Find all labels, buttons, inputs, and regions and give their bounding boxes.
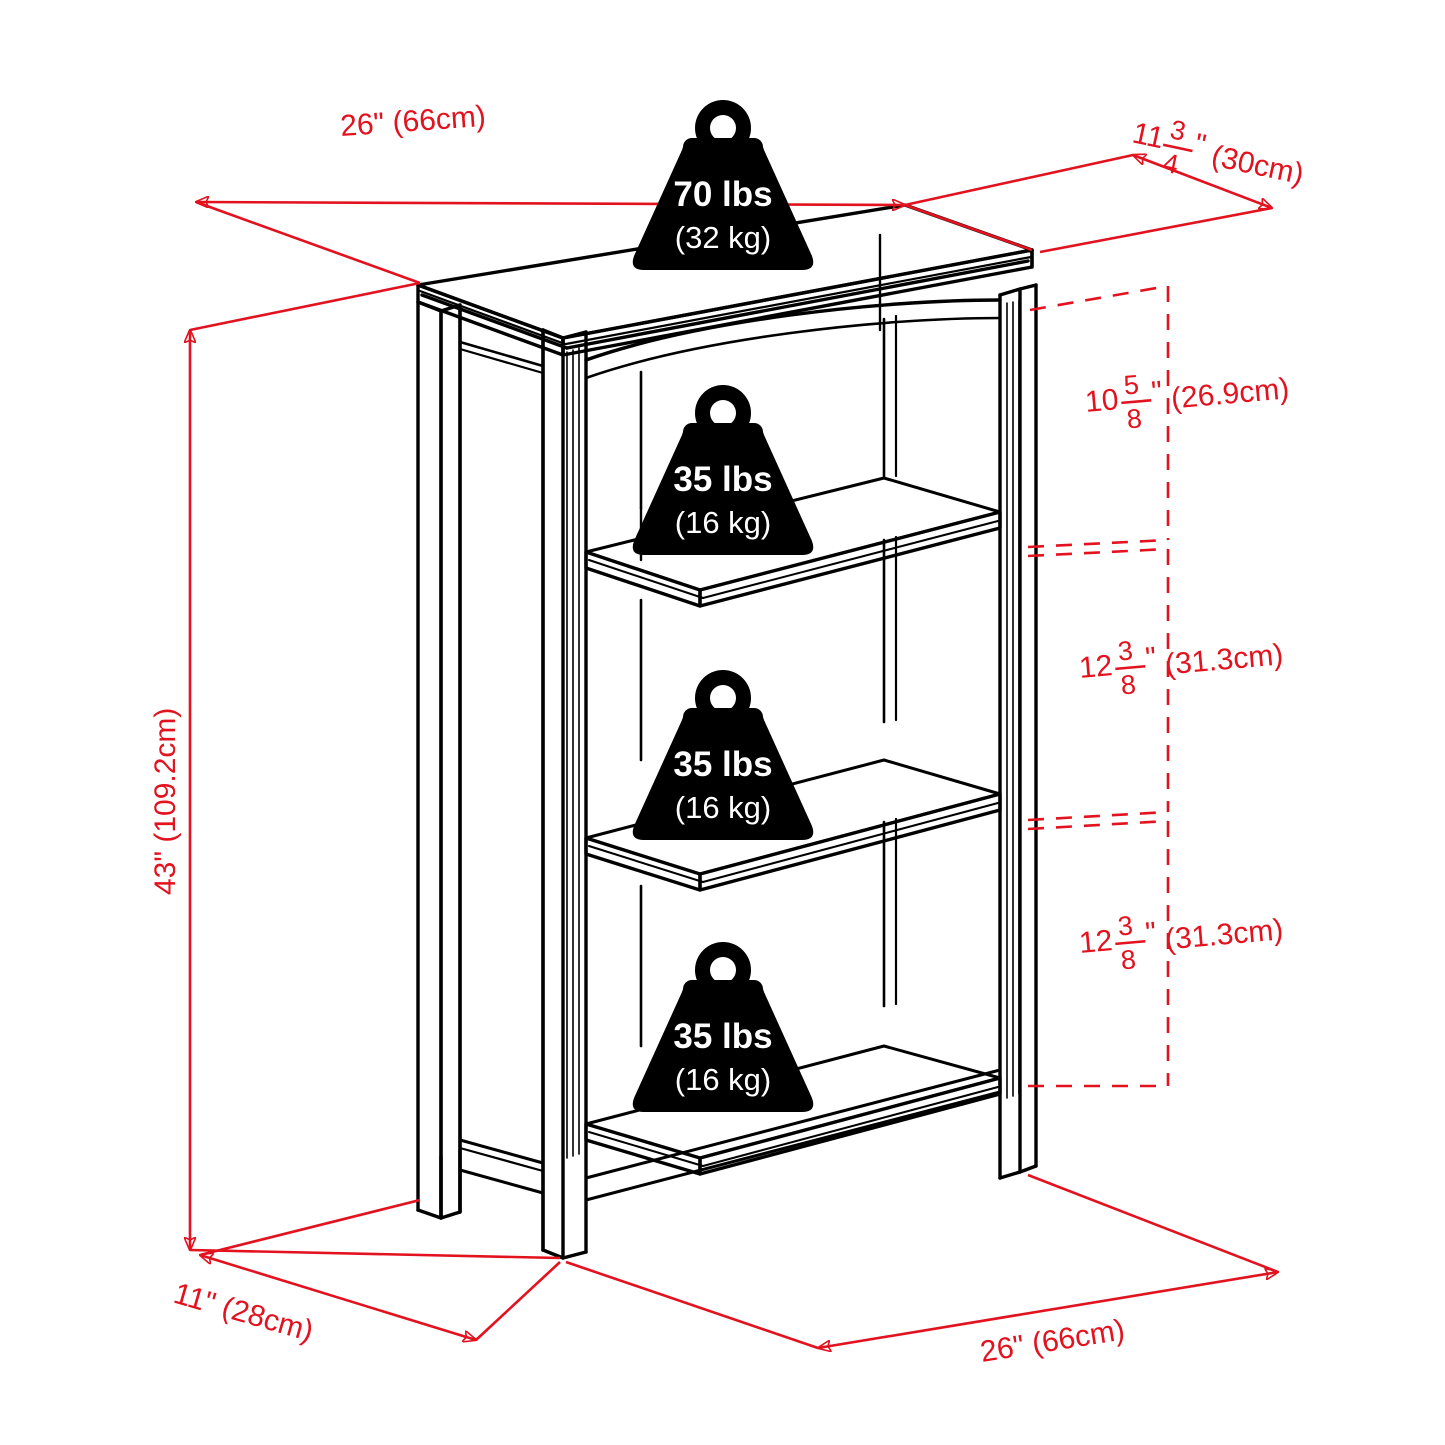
weight-kg-label: (16 kg): [675, 505, 771, 540]
svg-text:(31.3cm): (31.3cm): [1164, 913, 1285, 956]
rear-rail-top: [639, 314, 898, 510]
weight-kg-label: (16 kg): [675, 1062, 771, 1097]
svg-text:8: 8: [1119, 944, 1137, 975]
svg-text:3: 3: [1117, 910, 1135, 941]
svg-text:10: 10: [1084, 383, 1120, 419]
weight-kg-label: (16 kg): [675, 790, 771, 825]
svg-text:11: 11: [1130, 117, 1167, 156]
bottom-rail: [584, 1068, 1002, 1202]
dim-top-depth-label: 11 3 4 " (30cm): [1130, 114, 1307, 191]
weight-icon: [632, 670, 814, 840]
dim-base-width-label: 26" (66cm): [978, 1314, 1127, 1369]
side-panel-left: [458, 303, 545, 1252]
svg-text:3: 3: [1167, 114, 1188, 146]
svg-text:12: 12: [1078, 649, 1114, 685]
weight-lbs-label: 70 lbs: [673, 175, 772, 214]
dim-top-width: [196, 202, 1033, 285]
leg-front-right: [998, 283, 1038, 1180]
svg-text:(30cm): (30cm): [1209, 139, 1307, 191]
svg-text:(26.9cm): (26.9cm): [1170, 372, 1291, 415]
svg-text:": ": [1192, 128, 1209, 162]
dim-overall-height-label: 43" (109.2cm): [149, 708, 182, 895]
weight-icon: [632, 385, 814, 555]
weight-lbs-label: 35 lbs: [673, 745, 772, 784]
bottom-rail-left-side: [458, 1138, 545, 1195]
dim-shelf-gap-top-label: 10 5 8 " (26.9cm): [1084, 369, 1291, 434]
ext-top: [1029, 284, 1169, 312]
weight-badge-top-surface: 70 lbs (32 kg): [632, 100, 814, 270]
dim-base-width: [565, 1173, 1278, 1348]
top-apron-arch: [584, 298, 1002, 380]
rear-rail-mid-lower: [639, 817, 898, 1048]
weight-badge-shelf-bottom: 35 lbs (16 kg): [632, 942, 814, 1112]
svg-text:5: 5: [1123, 369, 1141, 400]
weight-kg-label: (32 kg): [675, 220, 771, 255]
leg-rear-left: [416, 300, 462, 1220]
svg-text:12: 12: [1078, 924, 1114, 960]
dimension-lines: [190, 155, 1278, 1348]
weight-lbs-label: 35 lbs: [673, 460, 772, 499]
dim-overall-height: [190, 281, 561, 1260]
weight-badge-shelf-middle: 35 lbs (16 kg): [632, 670, 814, 840]
weight-badge-shelf-top: 35 lbs (16 kg): [632, 385, 814, 555]
dim-top-width-label: 26" (66cm): [339, 100, 487, 143]
svg-text:4: 4: [1160, 148, 1181, 180]
weight-icon: [632, 942, 814, 1112]
svg-text:": ": [1150, 375, 1163, 409]
weight-lbs-label: 35 lbs: [673, 1017, 772, 1056]
dim-shelf-gap-bottom-label: 12 3 8 " (31.3cm): [1078, 910, 1285, 975]
dashed-dimension-lines: [1027, 284, 1170, 1088]
svg-text:3: 3: [1117, 635, 1135, 666]
dim-shelf-gap-middle-label: 12 3 8 " (31.3cm): [1078, 635, 1285, 700]
leg-front-left: [541, 328, 588, 1260]
svg-text:8: 8: [1119, 669, 1137, 700]
svg-text:8: 8: [1125, 403, 1143, 434]
dim-top-depth: [904, 155, 1272, 254]
dim-base-depth-label: 11" (28cm): [170, 1277, 317, 1348]
bookcase-drawing: [416, 203, 1038, 1260]
svg-text:": ": [1144, 916, 1157, 950]
svg-text:(31.3cm): (31.3cm): [1164, 638, 1285, 681]
svg-text:": ": [1144, 641, 1157, 675]
weight-icon: [632, 100, 814, 270]
dim-base-depth: [200, 1198, 561, 1340]
